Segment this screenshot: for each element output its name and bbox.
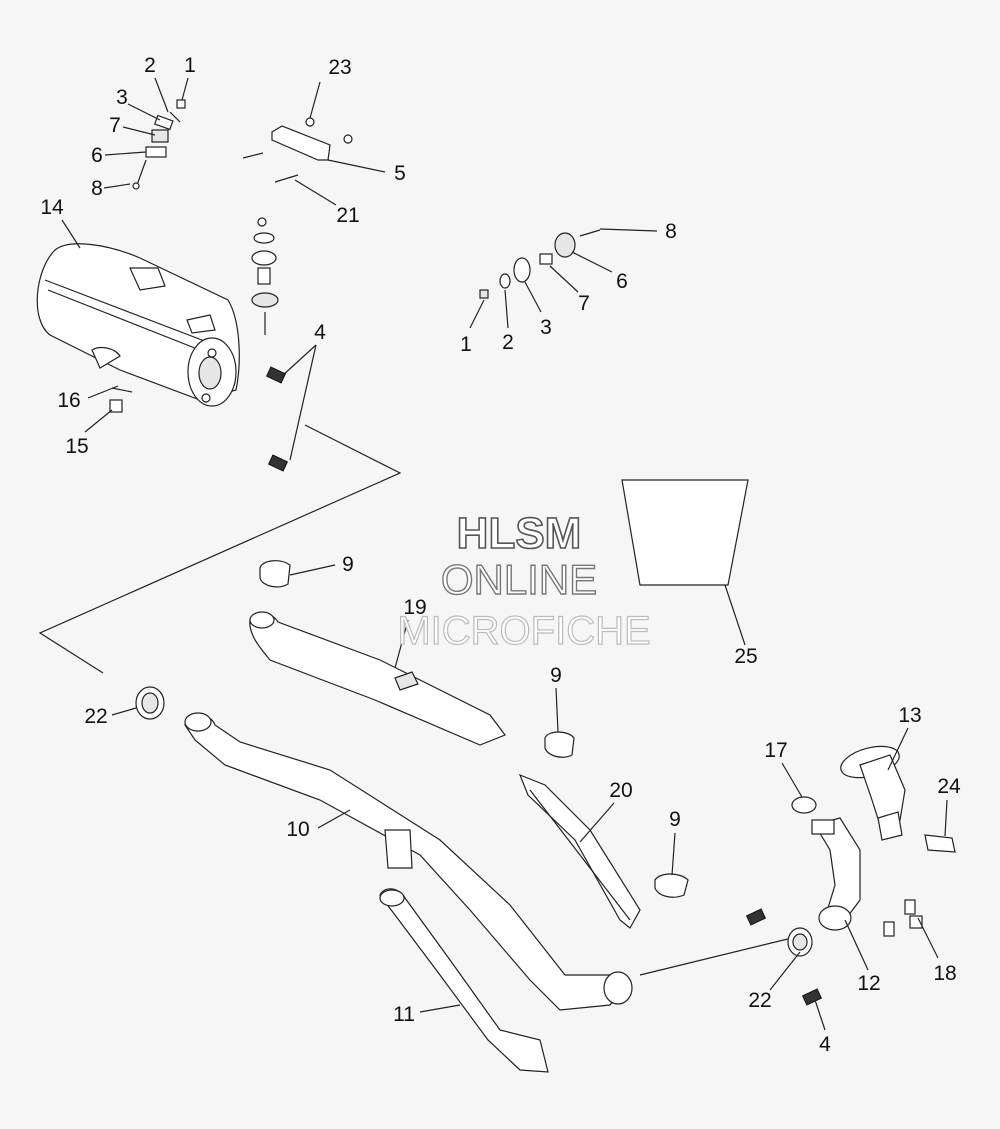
callout-2-right: 2 [502,331,514,354]
callout-1-right: 1 [460,333,472,356]
callout-16: 16 [57,389,80,412]
hardware-stack-right [479,229,601,299]
clip-and-bolt [109,387,133,413]
callout-8: 8 [91,177,103,200]
springs-right [745,908,823,1006]
callout-14: 14 [40,196,64,219]
callout-6-right: 6 [616,270,628,293]
clamp-24-part [924,834,956,853]
callout-4-right: 4 [819,1033,831,1056]
callout-8-right: 8 [665,220,677,243]
callout-18: 18 [933,962,956,985]
callout-6: 6 [91,144,103,167]
callout-9-right: 9 [669,808,681,831]
callout-7-right: 7 [578,292,590,315]
o-ring-part [791,796,817,814]
callout-20: 20 [609,779,632,802]
sensor-fittings [883,899,923,937]
muffler-part [36,243,240,407]
callout-11: 11 [393,1003,415,1026]
callout-labels: 1 2 3 7 6 8 23 5 21 14 8 6 7 3 2 1 4 16 … [40,54,961,1056]
lower-pipe-part [379,888,549,1073]
head-pipe-part [184,712,633,1011]
gaskets [135,686,813,957]
callout-5: 5 [394,162,406,185]
callout-3: 3 [116,86,128,109]
callout-19: 19 [403,596,426,619]
watermark-line-3: MICROFICHE [397,609,650,653]
callout-12: 12 [857,972,880,995]
callout-21: 21 [336,204,359,227]
mid-pipe-part [249,611,506,746]
bracket-part [242,117,353,183]
springs-left [265,366,289,472]
callout-23: 23 [328,56,351,79]
elbow-pipe-part [811,817,861,931]
callout-4: 4 [314,321,326,344]
callout-9-middle: 9 [550,664,562,687]
heat-shield-part [518,773,641,929]
callout-7: 7 [109,114,121,137]
label-part [621,479,749,586]
mount-stack-center [251,217,279,335]
callout-15: 15 [65,435,88,458]
callout-22-right: 22 [748,989,771,1012]
callout-25: 25 [734,645,757,668]
leader-lines [61,77,948,1031]
callout-3-right: 3 [540,316,552,339]
hardware-stack-top-left [132,99,186,190]
callout-10: 10 [286,818,309,841]
callout-22: 22 [84,705,107,728]
watermark: HLSM ONLINE MICROFICHE [397,508,652,653]
watermark-line-2: ONLINE [441,556,597,603]
callout-13: 13 [898,704,921,727]
callout-17: 17 [764,739,787,762]
callout-1: 1 [184,54,196,77]
assembly-bracket [38,424,797,976]
callout-24: 24 [937,775,961,798]
watermark-line-1: HLSM [457,509,582,558]
y-pipe-part [840,745,906,841]
callout-9: 9 [342,553,354,576]
callout-2: 2 [144,54,156,77]
clamps [259,560,689,898]
